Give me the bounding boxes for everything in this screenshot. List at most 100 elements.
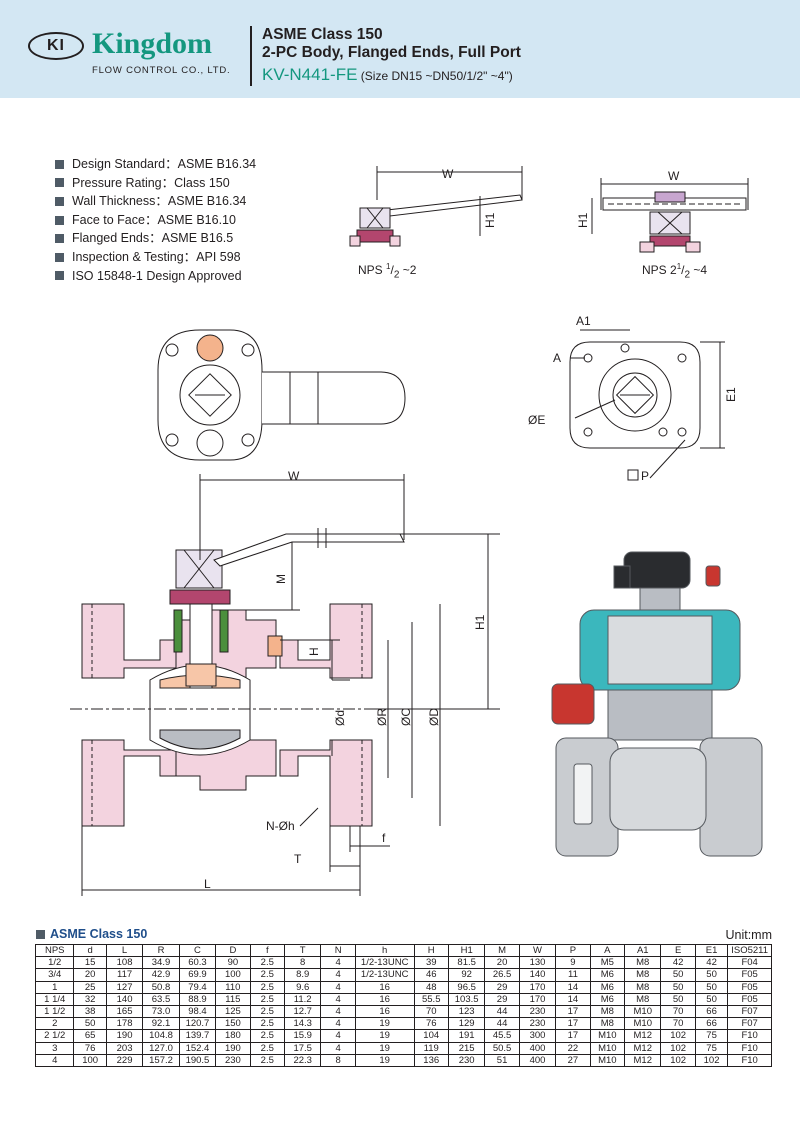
column-header: d [73,943,107,958]
table-cell: M8 [589,1017,626,1031]
table-cell: 2.5 [249,1004,285,1019]
table-cell: 16 [354,992,415,1006]
table-cell: 42 [660,956,696,970]
column-header: N [320,943,356,958]
table-cell: 123 [447,1004,486,1019]
table-cell: 96.5 [447,980,486,994]
spec-item: Wall Thickness：ASME B16.34 [55,192,256,211]
dim-m: M [274,574,288,584]
table-cell: 8.9 [283,968,322,982]
model-line: KV-N441-FE (Size DN15 ~DN50/1/2" ~4") [262,64,513,87]
table-cell: 98.4 [178,1004,217,1019]
nps-small-suffix: ~2 [399,263,417,277]
technical-drawing: W H1 W H1 [70,166,763,896]
table-cell: 19 [354,1017,415,1031]
table-cell: 66 [694,1017,729,1031]
table-cell: 19 [354,1041,415,1055]
model-code: KV-N441-FE [262,65,358,84]
table-cell: 127 [105,980,144,994]
table-cell: 180 [215,1029,251,1043]
table-cell: 1/2-13UNC [354,968,415,982]
table-cell: 125 [215,1004,251,1019]
table-title-text: ASME Class 150 [50,927,148,941]
table-cell: 15.9 [283,1029,322,1043]
table-cell: 75 [694,1041,729,1055]
column-header: W [518,943,557,958]
table-cell: 115 [215,992,251,1006]
table-cell: 102 [694,1053,729,1067]
table-cell: 19 [354,1029,415,1043]
table-cell: 4 [320,1004,356,1019]
spec-bullet [55,271,64,281]
spec-item: Face to Face：ASME B16.10 [55,211,256,230]
table-cell: 170 [518,992,557,1006]
dim-h1-main: H1 [473,614,487,630]
table-cell: 70 [413,1004,449,1019]
table-cell: 65 [73,1029,107,1043]
table-cell: 4 [320,992,356,1006]
table-cell: 17 [555,1004,591,1019]
table-cell: 4 [320,1041,356,1055]
table-title-bullet [36,929,45,939]
table-cell: 44 [484,1017,520,1031]
large-valve-side-view [591,178,749,253]
table-cell: M8 [624,968,662,982]
table-cell: 14 [555,980,591,994]
dim-h1-top-right: H1 [576,212,590,228]
table-cell: 44 [484,1004,520,1019]
table-cell: 1/2-13UNC [354,956,415,970]
column-header: A1 [624,943,662,958]
table-cell: 63.5 [142,992,180,1006]
table-cell: 2 [34,1017,75,1031]
table-cell: 50 [73,1017,107,1031]
table-cell: 110 [215,980,251,994]
table-cell: 178 [105,1017,144,1031]
table-cell: 16 [354,980,415,994]
table-cell: 400 [518,1041,557,1055]
table-cell: M8 [624,992,662,1006]
table-cell: 230 [215,1053,251,1067]
table-cell: 15 [73,956,107,970]
table-cell: 400 [518,1053,557,1067]
dim-e1: E1 [724,387,738,402]
spec-text: Wall Thickness：ASME B16.34 [72,194,247,209]
table-cell: 9 [555,956,591,970]
table-cell: 1 1/4 [34,992,75,1006]
table-cell: M10 [624,1017,662,1031]
column-header: T [283,943,322,958]
table-cell: M8 [624,956,662,970]
flange-face-view [569,329,725,481]
spec-text: ISO 15848-1 Design Approved [72,268,242,283]
table-cell: 76 [413,1017,449,1031]
table-cell: 190 [215,1041,251,1055]
table-cell: 129 [447,1017,486,1031]
dim-h: H [307,647,321,656]
table-cell: 1/2 [34,956,75,970]
table-cell: 70 [660,1017,696,1031]
nps-large-prefix: NPS 2 [642,263,677,277]
table-cell: 2.5 [249,1029,285,1043]
table-cell: 48 [413,980,449,994]
column-header: C [178,943,217,958]
table-cell: 92 [447,968,486,982]
table-cell: 34.9 [142,956,180,970]
spec-text: Design Standard：ASME B16.34 [72,157,257,171]
table-cell: 3 [34,1041,75,1055]
table-cell: 26.5 [484,968,520,982]
table-cell: 50 [694,992,729,1006]
table-cell: 190.5 [178,1053,217,1067]
table-cell: 90 [215,956,251,970]
dim-a: A [553,351,561,365]
table-cell: 120.7 [178,1017,217,1031]
table-cell: 4 [320,980,356,994]
spec-text: Face to Face：ASME B16.10 [72,212,236,227]
nps-small-frac-num: 1 [386,262,391,271]
table-cell: 100 [73,1053,107,1067]
table-cell: F10 [727,1041,772,1055]
